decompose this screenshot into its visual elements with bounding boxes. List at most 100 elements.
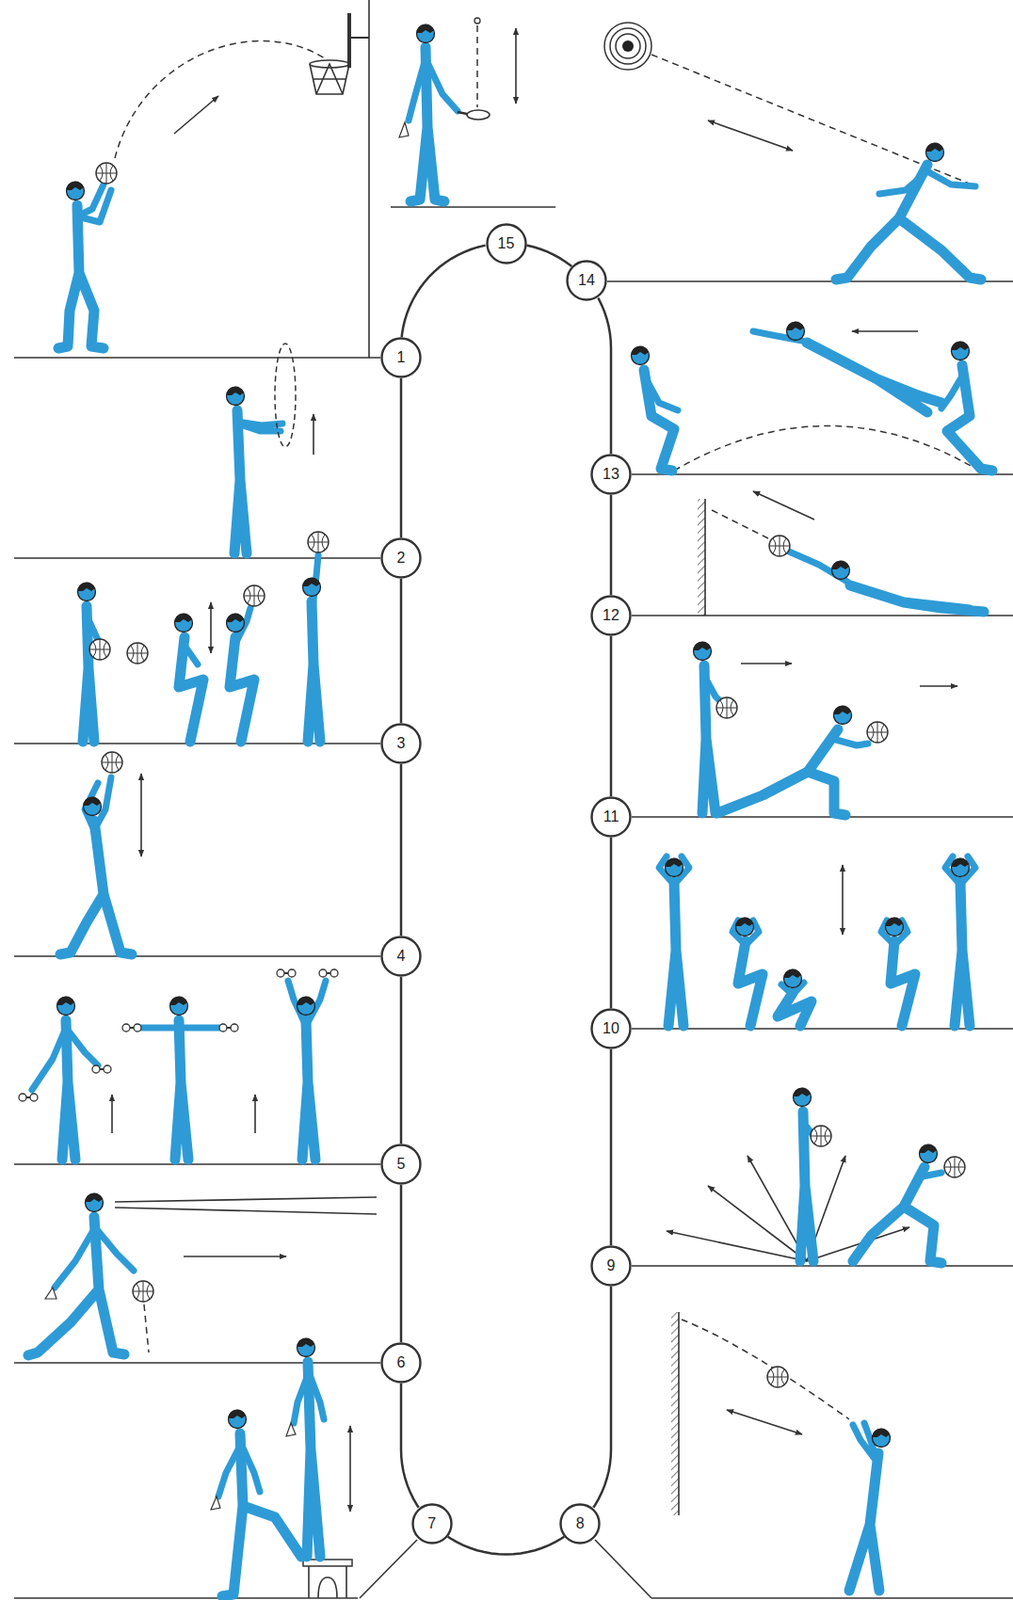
floor-line bbox=[14, 1597, 358, 1600]
station-number: 11 bbox=[603, 809, 620, 825]
squat-figure bbox=[668, 882, 684, 1027]
paddle-figure bbox=[399, 17, 516, 202]
station-circle: 8 bbox=[559, 1503, 601, 1545]
hoop-figure bbox=[234, 410, 247, 554]
ball-squat-figure bbox=[178, 637, 204, 742]
lunge-figure bbox=[717, 729, 846, 816]
station-circle: 4 bbox=[380, 935, 422, 978]
station-circle: 13 bbox=[590, 453, 632, 496]
circle-outline bbox=[592, 1010, 631, 1049]
basketball-figure bbox=[58, 13, 370, 349]
target-throw-figure bbox=[836, 164, 981, 280]
dumbbell-figure bbox=[170, 996, 189, 1016]
wall-throw-figure bbox=[677, 1312, 680, 1516]
long-jump-figure bbox=[951, 341, 970, 361]
station-number: 13 bbox=[602, 466, 620, 483]
dumbbell-figure bbox=[297, 996, 316, 1016]
floor-line bbox=[359, 1540, 418, 1599]
floor-line bbox=[14, 557, 381, 560]
lunge-figure bbox=[693, 642, 959, 816]
track-line bbox=[526, 245, 572, 267]
track-line bbox=[593, 1286, 612, 1509]
passing-figure bbox=[810, 1125, 832, 1147]
dribble-figure bbox=[114, 1197, 377, 1203]
track-line bbox=[400, 1185, 403, 1343]
dribble-figure bbox=[144, 1304, 149, 1353]
station-number: 15 bbox=[498, 236, 515, 252]
dumbbell-figure bbox=[32, 1028, 98, 1091]
circle-outline bbox=[592, 1247, 631, 1287]
ball-squat-figure bbox=[127, 643, 148, 664]
dumbbell-figure bbox=[18, 969, 338, 1160]
ball-squat-figure bbox=[226, 613, 245, 633]
hoop-figure bbox=[226, 343, 315, 554]
squat-figure bbox=[736, 917, 755, 937]
dumbbell-figure bbox=[122, 1024, 142, 1032]
toss-figure bbox=[101, 752, 123, 773]
lying-throw-figure bbox=[697, 498, 706, 616]
lying-throw-figure bbox=[850, 585, 984, 612]
basketball-figure bbox=[347, 13, 352, 68]
long-jump-figure bbox=[852, 330, 918, 333]
paddle-figure bbox=[410, 47, 445, 202]
wall-throw-figure bbox=[767, 1366, 788, 1388]
floor-line bbox=[368, 0, 370, 358]
station-circle: 7 bbox=[411, 1503, 453, 1545]
step-up-figure bbox=[297, 1338, 316, 1358]
wall-throw-figure bbox=[671, 1312, 891, 1592]
wall-throw-figure bbox=[681, 1319, 850, 1420]
track-line bbox=[401, 1383, 419, 1509]
long-jump-figure bbox=[947, 365, 993, 471]
squat-figure bbox=[841, 865, 844, 935]
target-throw-figure bbox=[615, 33, 641, 59]
step-up-figure bbox=[228, 1410, 247, 1430]
ball-squat-figure bbox=[209, 602, 212, 654]
station-number: 1 bbox=[397, 350, 406, 366]
circle-outline bbox=[382, 539, 421, 579]
lying-throw-figure bbox=[697, 491, 984, 616]
ball-squat-figure bbox=[78, 531, 330, 742]
circle-outline bbox=[382, 724, 421, 764]
station-number: 8 bbox=[576, 1516, 585, 1532]
ball-squat-figure bbox=[89, 639, 111, 660]
station-circle: 12 bbox=[590, 594, 632, 637]
long-jump-figure bbox=[631, 346, 650, 366]
squat-figure bbox=[659, 856, 690, 885]
lunge-figure bbox=[716, 697, 738, 719]
paddle-figure bbox=[408, 58, 458, 121]
target-throw-figure bbox=[604, 22, 652, 70]
ball-squat-figure bbox=[243, 585, 265, 607]
ball-squat-figure bbox=[175, 613, 193, 633]
lunge-figure bbox=[693, 642, 712, 661]
floor-line bbox=[631, 473, 1013, 476]
station-number: 9 bbox=[607, 1258, 616, 1274]
dumbbell-figure bbox=[302, 1020, 316, 1160]
track-line bbox=[597, 298, 612, 454]
paddle-figure bbox=[417, 24, 435, 44]
track-line bbox=[401, 245, 486, 338]
squat-figure bbox=[951, 858, 970, 878]
circle-outline bbox=[486, 224, 526, 263]
dumbbell-figure bbox=[57, 996, 76, 1016]
squat-figure bbox=[945, 856, 976, 885]
dribble-figure bbox=[183, 1255, 287, 1258]
station-circle: 9 bbox=[590, 1245, 632, 1287]
floor-line bbox=[607, 280, 1013, 283]
circle-outline bbox=[567, 261, 607, 301]
step-up-figure bbox=[293, 1372, 324, 1424]
passing-figure bbox=[922, 1173, 942, 1177]
basketball-figure bbox=[96, 162, 117, 184]
passing-figure bbox=[919, 1144, 938, 1164]
lunge-figure bbox=[740, 662, 792, 665]
station-circle: 15 bbox=[485, 223, 528, 265]
passing-figure bbox=[793, 1088, 812, 1108]
toss-figure bbox=[60, 820, 132, 955]
dribble-figure bbox=[28, 1193, 377, 1356]
hoop-figure bbox=[237, 421, 283, 432]
passing-figure bbox=[666, 1088, 965, 1264]
ball-squat-figure bbox=[229, 637, 255, 742]
station-number: 6 bbox=[397, 1355, 406, 1371]
track-line bbox=[400, 578, 403, 724]
station-circle: 14 bbox=[565, 259, 608, 302]
paddle-figure bbox=[457, 112, 467, 114]
